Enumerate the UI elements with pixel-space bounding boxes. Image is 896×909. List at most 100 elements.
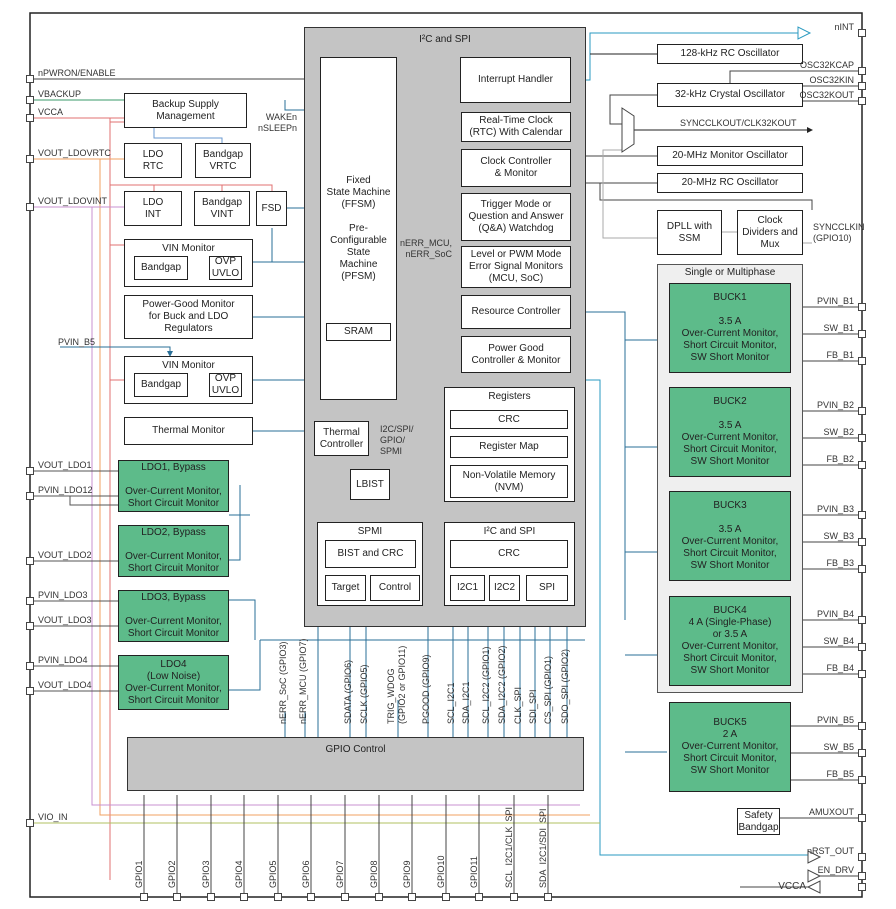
right-pin[interactable] [858,303,866,311]
right-pin[interactable] [858,776,866,784]
bottom-pin-label: GPIO11 [469,856,479,888]
left-pin[interactable] [26,597,34,605]
right-pin-label: nINT [834,22,854,32]
buck4-block: BUCK4 4 A (Single-Phase) or 3.5 A Over-C… [669,596,791,686]
pgood-ctrl-block: Power Good Controller & Monitor [461,336,571,373]
right-pin[interactable] [858,872,866,880]
bottom-pin-label: GPIO6 [301,860,311,888]
bottom-pin[interactable] [510,893,518,901]
signal-label: SDATA (GPIO6) [343,659,353,724]
buck1-block: BUCK1 3.5 A Over-Current Monitor, Short … [669,283,791,373]
safety-bg-block: Safety Bandgap [737,808,780,835]
signal-label: TRIG_WDOG [386,668,396,725]
lbist-block: LBIST [350,469,390,500]
signal-label: SDA_I2C2 (GPIO2) [497,645,507,724]
ldo-rtc-block: LDO RTC [124,143,182,178]
i2c1-block: I2C1 [450,575,485,601]
right-pin[interactable] [858,538,866,546]
thermal-mon-block: Thermal Monitor [124,417,253,445]
buck2-block: BUCK2 3.5 A Over-Current Monitor, Short … [669,387,791,477]
right-pin[interactable] [858,643,866,651]
clock-ctrl-block: Clock Controller & Monitor [461,149,571,187]
right-pin[interactable] [858,407,866,415]
osc128-block: 128-kHz RC Oscillator [657,44,803,64]
right-pin[interactable] [858,29,866,37]
left-pin-label: VOUT_LDO4 [38,680,92,690]
bottom-pin[interactable] [408,893,416,901]
right-pin[interactable] [858,883,866,891]
right-pin-label: FB_B5 [826,769,854,779]
backup-block: Backup Supply Management [124,93,247,128]
fsd-block: FSD [256,191,287,226]
left-pin-label: VCCA [38,107,64,117]
left-pin[interactable] [26,203,34,211]
bandgap2-block: Bandgap [134,373,188,397]
bottom-pin-label: SDA_I2C1/SDI_SPI [538,808,548,888]
bottom-pin[interactable] [341,893,349,901]
left-pin[interactable] [26,662,34,670]
right-pin[interactable] [858,330,866,338]
left-pin-label: nPWRON/ENABLE [38,68,116,78]
right-pin[interactable] [858,82,866,90]
bottom-pin[interactable] [173,893,181,901]
left-pin[interactable] [26,492,34,500]
right-pin[interactable] [858,814,866,822]
right-pin[interactable] [858,749,866,757]
right-pin[interactable] [858,67,866,75]
signal-label: CS_SPI (GPIO1) [543,655,553,724]
signal-label: SCL_I2C2 (GPIO1) [481,646,491,724]
bottom-pin[interactable] [442,893,450,901]
bottom-pin-label: GPIO10 [436,855,446,888]
left-pin[interactable] [26,687,34,695]
right-pin[interactable] [858,357,866,365]
left-pin[interactable] [26,114,34,122]
left-pin[interactable] [26,96,34,104]
bottom-pin[interactable] [307,893,315,901]
bandgap1-block: Bandgap [134,256,188,280]
right-pin[interactable] [858,434,866,442]
right-pin[interactable] [858,722,866,730]
right-pin-label: OSC32KCAP [799,60,854,70]
left-pin[interactable] [26,819,34,827]
bottom-pin-label: GPIO1 [134,860,144,888]
bottom-pin[interactable] [274,893,282,901]
i2c2-block: I2C2 [489,575,520,601]
left-pin-label: VOUT_LDOVRTC [38,148,111,158]
right-pin-label: PVIN_B3 [816,504,854,514]
bottom-pin[interactable] [544,893,552,901]
right-pin-label: FB_B3 [826,558,854,568]
left-pin-label: VBACKUP [38,89,82,99]
nvm-block: Non-Volatile Memory (NVM) [450,465,568,498]
bist-crc-block: BIST and CRC [325,540,416,568]
left-pin[interactable] [26,467,34,475]
signal-label: SCL_I2C1 [446,682,456,724]
bottom-pin[interactable] [240,893,248,901]
buck5-block: BUCK5 2 A Over-Current Monitor, Short Ci… [669,702,791,792]
left-pin[interactable] [26,557,34,565]
right-pin[interactable] [858,616,866,624]
bottom-pin[interactable] [140,893,148,901]
right-pin[interactable] [858,853,866,861]
bottom-pin[interactable] [207,893,215,901]
left-pin-label: VOUT_LDO1 [38,460,92,470]
gpio-ctrl-block: GPIO Control [127,737,584,791]
left-pin[interactable] [26,75,34,83]
bottom-pin[interactable] [375,893,383,901]
left-pin[interactable] [26,622,34,630]
control-block: Control [370,575,420,601]
right-pin[interactable] [858,670,866,678]
right-pin-label: VCCA [778,881,806,892]
bottom-pin[interactable] [475,893,483,901]
signal-label: CLK_SPI [513,686,523,724]
reg-map-block: Register Map [450,436,568,458]
right-pin-label: PVIN_B2 [816,400,854,410]
bg-vrtc-block: Bandgap VRTC [195,143,251,178]
right-pin[interactable] [858,511,866,519]
right-pin[interactable] [858,565,866,573]
right-pin[interactable] [858,97,866,105]
left-pin[interactable] [26,155,34,163]
right-pin[interactable] [858,461,866,469]
pvin-b5-label: PVIN_B5 [58,337,96,347]
osc20m-mon-block: 20-MHz Monitor Oscillator [657,146,803,166]
spi-block: SPI [526,575,568,601]
